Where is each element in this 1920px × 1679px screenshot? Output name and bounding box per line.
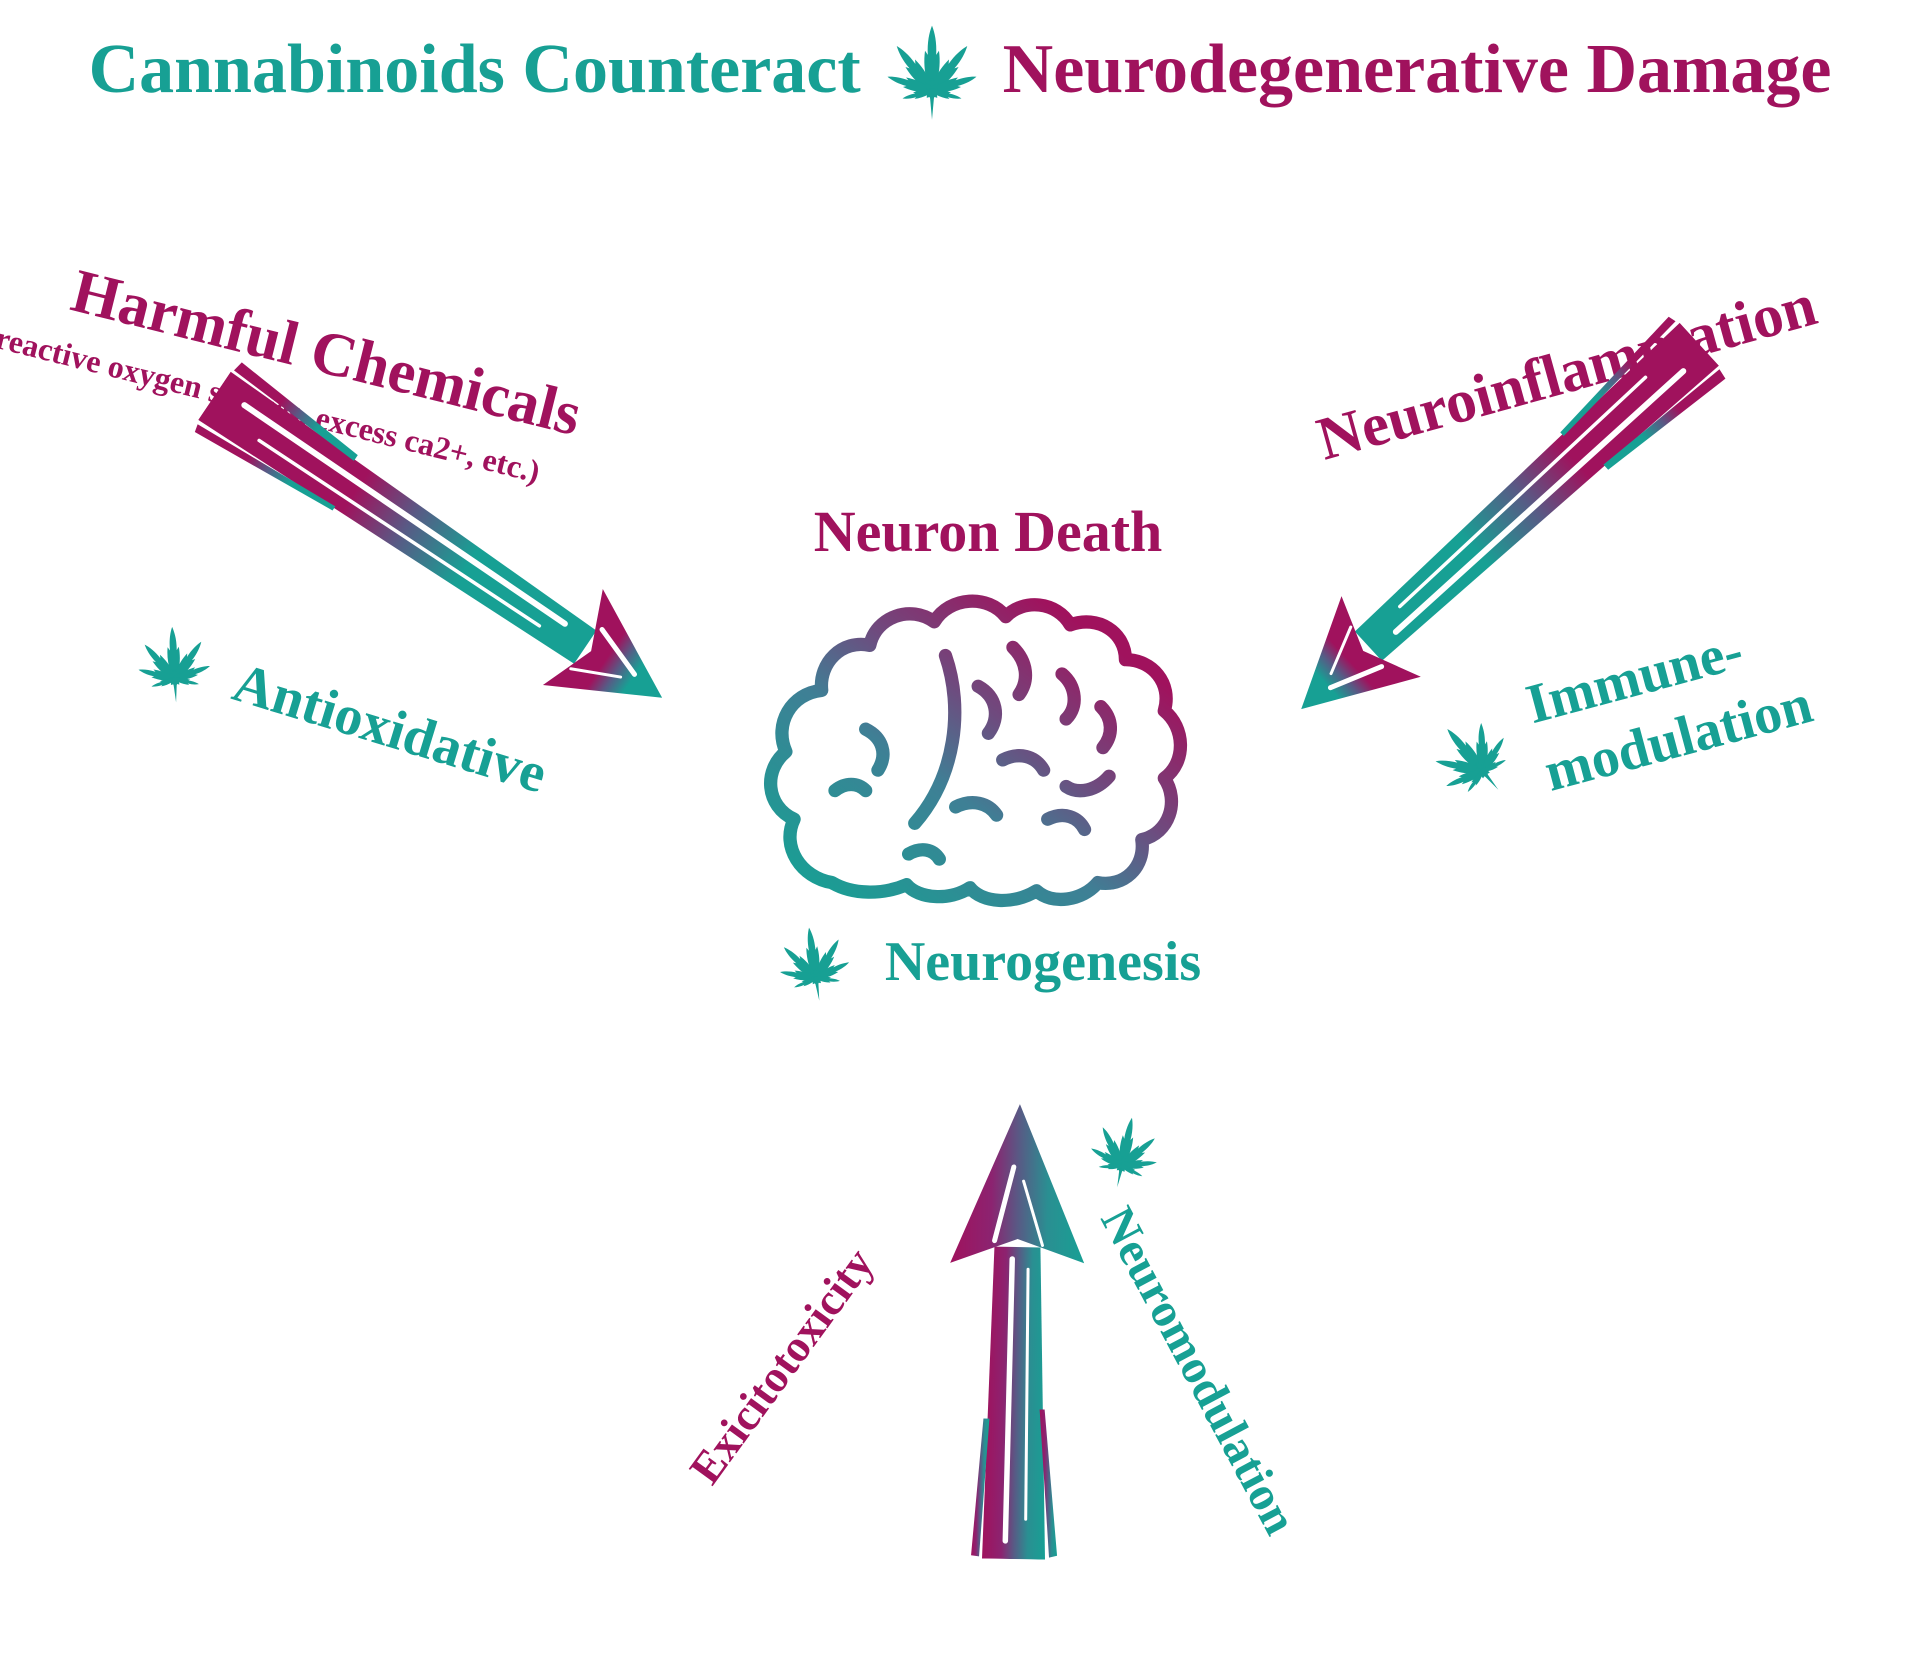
neurogenesis-label: Neurogenesis (884, 931, 1202, 993)
arrow-down-left-icon (1301, 316, 1726, 710)
arrow-sketch-lines (992, 1164, 1044, 1544)
neuron-death-label: Neuron Death (813, 499, 1163, 564)
exicitotoxicity-label: Exicitotoxicity (679, 1238, 884, 1493)
arrow-sketch-lines (241, 402, 638, 679)
title-right-text: Neurodegenerative Damage (1002, 31, 1832, 108)
brain-icon (764, 594, 1188, 908)
arrow-down-right-icon (194, 362, 663, 698)
arrow-sketch-lines (1327, 368, 1687, 691)
arrow-body (950, 1104, 1085, 1560)
brain-drawing (764, 594, 1188, 908)
arrow-up-icon (950, 1104, 1085, 1560)
neuromodulation-label: Neuromodulation (1090, 1198, 1307, 1543)
cannabis-leaf-icon (764, 916, 864, 1008)
page-title: Cannabinoids Counteract Neurodegenerativ… (0, 10, 1920, 130)
cannabis-leaf-icon (126, 619, 222, 706)
cannabis-leaf-icon (875, 19, 989, 121)
cannabis-leaf-icon (1407, 694, 1536, 822)
immunemodulation-label: Immune- modulation (1519, 601, 1820, 807)
arrow-body (1301, 316, 1726, 710)
neurogenesis-group: Neurogenesis (769, 922, 1201, 1002)
title-left-text: Cannabinoids Counteract (88, 31, 861, 108)
